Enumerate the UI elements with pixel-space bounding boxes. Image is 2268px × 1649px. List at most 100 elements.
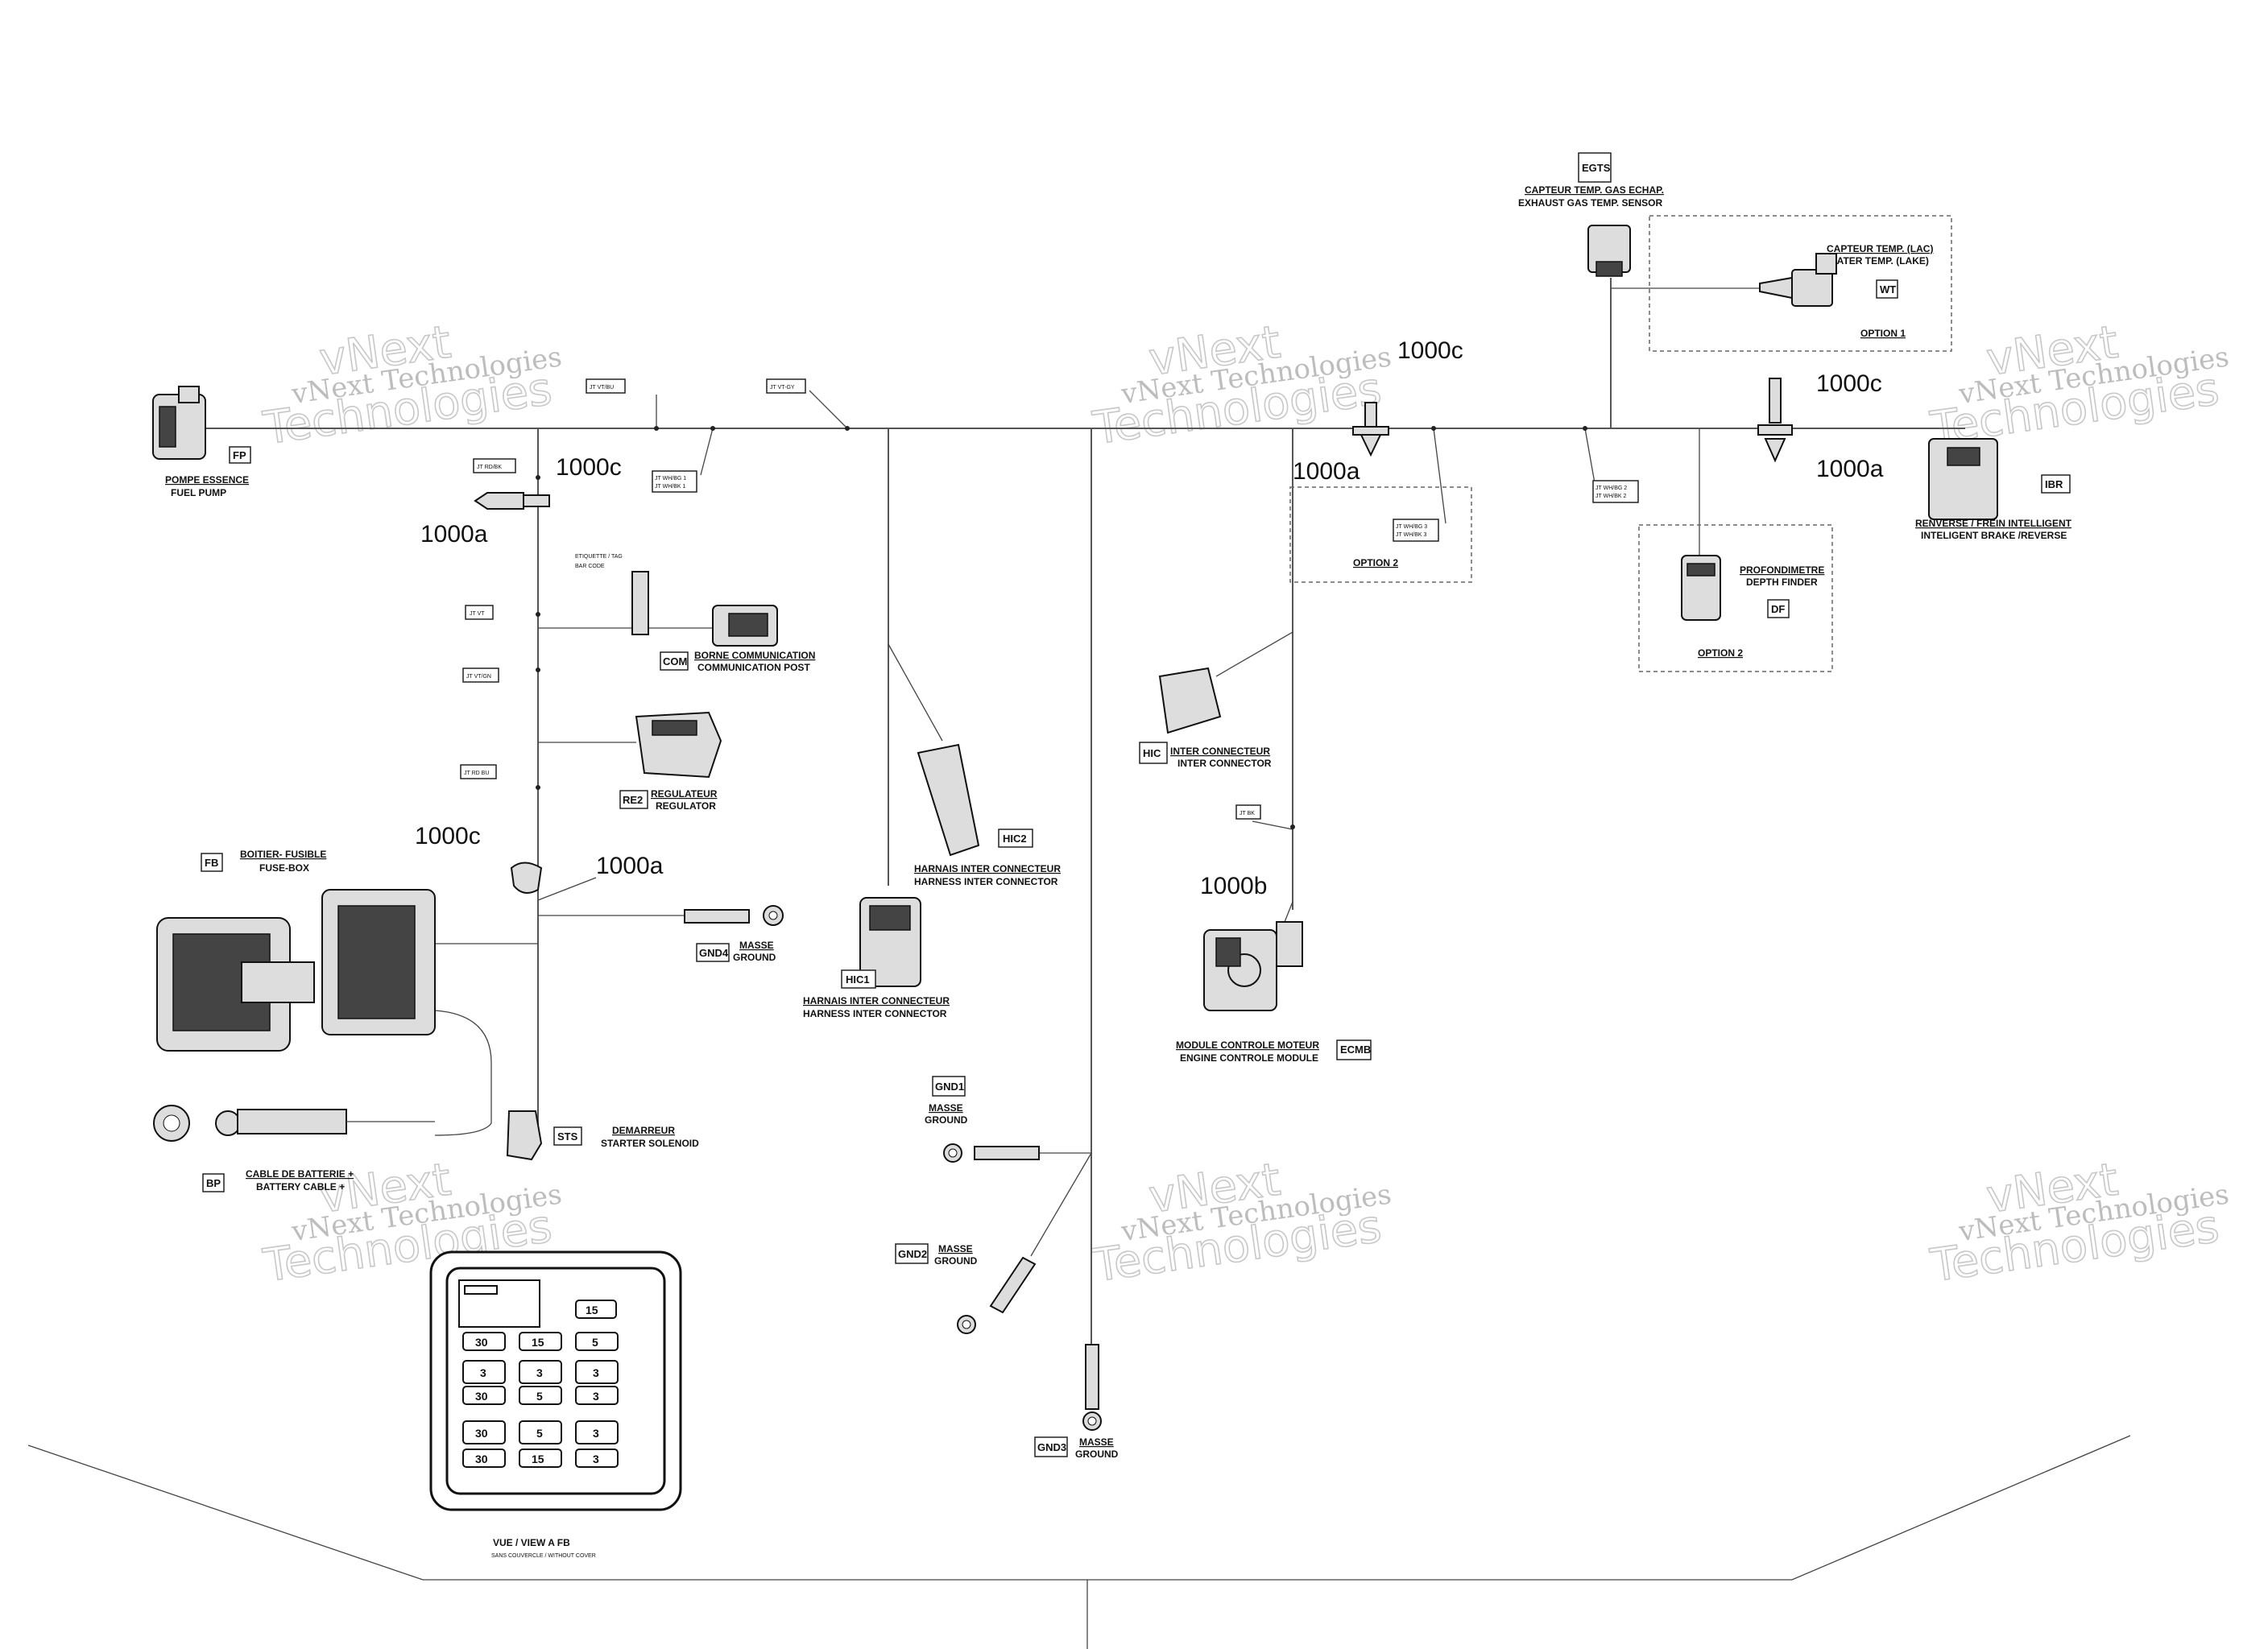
depth-finder-label-en: DEPTH FINDER xyxy=(1746,577,1818,588)
depth-finder-option2: PROFONDIMETRE DEPTH FINDER DF OPTION 2 xyxy=(1638,524,1833,672)
depth-finder-label-fr: PROFONDIMETRE xyxy=(1740,564,1824,576)
fuse-slot xyxy=(462,1420,506,1444)
fuse-row-5: 30 5 3 xyxy=(462,1420,619,1444)
jt-rd-bu-box xyxy=(460,764,497,779)
hic2-label-en: HARNESS INTER CONNECTOR xyxy=(914,876,1058,887)
egts-code-box xyxy=(1578,152,1612,183)
splice-right-collar-icon xyxy=(1757,424,1793,436)
gnd2-code: GND2 xyxy=(898,1248,927,1260)
ground-4: GND4 MASSE GROUND xyxy=(684,905,784,963)
hic1-latch-icon xyxy=(869,905,911,931)
re2-code: RE2 xyxy=(623,794,643,806)
gnd3-sleeve-icon xyxy=(1085,1344,1099,1410)
gnd3-code-box xyxy=(1034,1436,1068,1457)
intelligent-brake-reverse: IBR RENVERSE / FREIN INTELLIGENT INTELIG… xyxy=(1915,438,2072,541)
water-temp-label-en: WATER TEMP. (LAKE) xyxy=(1828,255,1929,267)
jt-wh-bg3-box xyxy=(1393,519,1439,542)
fuel-pump-latch-icon xyxy=(159,406,176,448)
sts-label-en: STARTER SOLENOID xyxy=(601,1138,699,1149)
splice-right-sleeve-icon xyxy=(1769,378,1782,424)
ecmb-code: ECMB xyxy=(1340,1044,1371,1056)
ref-1000a-leader-left xyxy=(537,877,597,901)
gnd4-sleeve-icon xyxy=(684,909,750,924)
fuel-pump: FP POMPE ESSENCE FUEL PUMP xyxy=(152,386,251,498)
ecm-label-fr: MODULE CONTROLE MOTEUR xyxy=(1176,1039,1319,1051)
fuse-rating: 5 xyxy=(592,1336,598,1349)
hic-branch-wire xyxy=(1215,631,1293,677)
fuse-slot xyxy=(575,1386,619,1405)
option2-right-label: OPTION 2 xyxy=(1698,647,1743,659)
watermark-6: vNext Technologies vNext Technologies xyxy=(1927,1153,2231,1293)
junction-tags: JT VT/BU JT VT-GY JT RD/BK JT WH/BG 1 JT… xyxy=(460,378,1639,820)
jt-wh-bk3-text: JT WH/BK 3 xyxy=(1396,532,1426,538)
ref-1000a-left: 1000a xyxy=(420,521,488,548)
battery-boot-icon xyxy=(237,1109,347,1134)
ibr-code: IBR xyxy=(2045,478,2063,490)
hic1-label-en: HARNESS INTER CONNECTOR xyxy=(803,1008,947,1019)
water-temp-body-icon xyxy=(1791,269,1833,307)
watermark-1: vNext Technologies vNext Technologies xyxy=(259,316,564,456)
jt-vt-bu-box xyxy=(586,378,626,394)
fb-code: FB xyxy=(205,857,218,869)
hic1-label-fr: HARNAIS INTER CONNECTEUR xyxy=(803,995,950,1006)
gnd2-label-fr: MASSE xyxy=(938,1243,973,1254)
ref-1000a-center: 1000a xyxy=(1293,458,1360,485)
fuse-row-6: 30 15 3 xyxy=(462,1449,619,1468)
sts-code-box xyxy=(553,1126,582,1146)
junction-dot xyxy=(1290,824,1295,829)
hic-code-box xyxy=(1139,742,1168,764)
harness-inter-connector-1: HIC1 HARNAIS INTER CONNECTEUR HARNESS IN… xyxy=(803,897,950,1019)
gnd1-code-box xyxy=(932,1076,966,1097)
re2-code-box xyxy=(619,790,648,809)
fuse-slot xyxy=(519,1360,562,1384)
jt-vt-gy-box xyxy=(766,378,806,394)
ibr-label-fr: RENVERSE / FREIN INTELLIGENT xyxy=(1915,518,2072,529)
junction-dots xyxy=(536,426,1587,829)
communication-post-body-icon xyxy=(728,613,768,637)
regulator: RE2 REGULATEUR REGULATOR xyxy=(619,711,722,812)
junction-dot xyxy=(654,426,659,431)
re2-label-en: REGULATOR xyxy=(656,800,716,812)
fuse-rating: 3 xyxy=(593,1453,599,1465)
ref-1000c-right: 1000c xyxy=(1816,370,1882,397)
fuel-pump-code-box xyxy=(229,446,251,464)
splice-center-tip-icon xyxy=(1360,434,1382,457)
egts-code: EGTS xyxy=(1582,162,1611,174)
communication-post: COM BORNE COMMUNICATION COMMUNICATION PO… xyxy=(660,605,815,673)
ref-1000c-center: 1000c xyxy=(1397,337,1463,364)
watermark-2: vNext Technologies vNext Technologies xyxy=(1089,316,1393,456)
jt-bk-text: JT BK xyxy=(1240,811,1255,816)
jt-rd-bk-text: JT RD/BK xyxy=(477,465,502,470)
fuse-rating: 3 xyxy=(593,1366,599,1379)
watermark-3: vNext Technologies vNext Technologies xyxy=(1927,316,2231,456)
option2-center: OPTION 2 xyxy=(1289,486,1472,583)
jt-rd-bk-box xyxy=(473,458,516,473)
engine-control-module: MODULE CONTROLE MOTEUR ENGINE CONTROLE M… xyxy=(1176,921,1372,1064)
fuse-slot xyxy=(575,1420,619,1444)
fuse-row-3: 3 3 3 xyxy=(462,1360,619,1384)
jt-wh-bg1-text: JT WH/BG 1 xyxy=(655,476,686,481)
fuel-pump-label-fr: POMPE ESSENCE xyxy=(165,474,249,486)
jt-vt-gn-box xyxy=(462,667,499,683)
option2-wire xyxy=(1433,428,1446,524)
jt-vt-bu-text: JT VT/BU xyxy=(590,385,614,391)
gnd2-sleeve-icon xyxy=(989,1256,1037,1314)
gnd3-label-fr: MASSE xyxy=(1079,1436,1114,1448)
fuse-slot xyxy=(519,1420,562,1444)
fuse-slot xyxy=(519,1332,562,1351)
frame-bottom-outline xyxy=(27,1435,2131,1581)
junction-dot xyxy=(536,667,540,672)
fuse-slot xyxy=(575,1332,619,1351)
ibr-latch-icon xyxy=(1947,447,1980,466)
fuse-slot xyxy=(519,1449,562,1468)
ref-1000c-left: 1000c xyxy=(556,454,622,481)
splice-right-tip-icon xyxy=(1764,438,1786,463)
ibr-code-box xyxy=(2041,474,2071,494)
jt-wh-bg2-box xyxy=(1592,480,1639,503)
fb-label-en: FUSE-BOX xyxy=(259,862,309,874)
fuse-box-latch-icon xyxy=(241,961,315,1003)
fuse-rating: 5 xyxy=(536,1427,543,1440)
jt-wh-bg2-leader xyxy=(1584,428,1595,484)
depth-finder-code: DF xyxy=(1771,603,1785,615)
hic2-label-fr: HARNAIS INTER CONNECTEUR xyxy=(914,863,1061,874)
